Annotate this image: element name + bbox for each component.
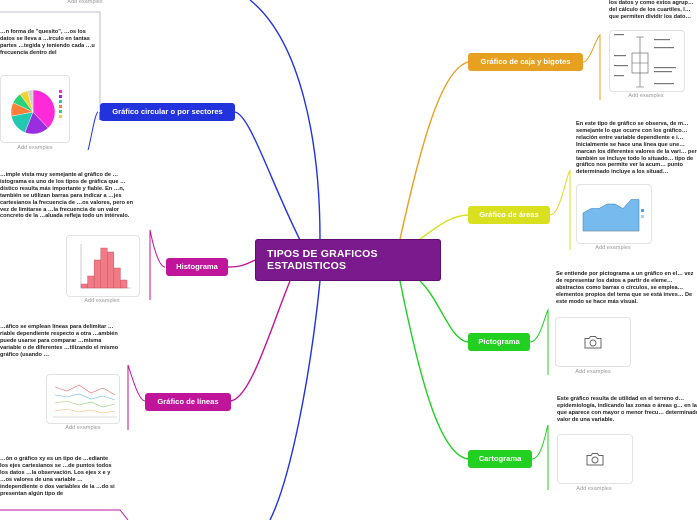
line-chart (53, 384, 117, 418)
cartograma-image-placeholder[interactable] (557, 434, 633, 484)
line-chart-thumbnail[interactable] (46, 374, 120, 424)
node-histograma[interactable]: Histograma (166, 258, 228, 276)
histogram-bar (100, 247, 108, 289)
pictograma-image-placeholder[interactable] (555, 317, 631, 367)
node-label: Cartograma (478, 454, 522, 463)
legend-swatch (641, 209, 644, 212)
legend-swatch (59, 100, 62, 103)
add-examples-link[interactable]: Add examples (65, 425, 101, 431)
add-examples-link[interactable]: Add examples (84, 298, 120, 304)
area-chart-thumbnail[interactable] (576, 184, 652, 244)
node-label: Pictograma (478, 337, 520, 346)
histograma-description: …imple vista muy semejante al gráfico de… (0, 172, 134, 220)
dispersion-description: …ón o gráfico xy es un tipo de …ediante … (0, 456, 115, 497)
pie-chart (10, 89, 62, 135)
histogram-bar (87, 275, 95, 289)
add-examples-link[interactable]: Add examples (595, 245, 631, 251)
histogram-bar (80, 283, 88, 289)
area-series (582, 199, 640, 232)
pie-slice (27, 89, 34, 113)
central-topic[interactable]: TIPOS DE GRAFICOS ESTADISTICOS (255, 239, 441, 281)
node-label: Gráfico de áreas (479, 210, 539, 219)
histogram-chart (80, 244, 131, 289)
legend-swatch (641, 215, 644, 218)
area-chart (582, 199, 644, 232)
circular-description: …n forma de "quesito", …os los datos se … (0, 29, 95, 56)
legend-swatch (59, 105, 62, 108)
histogram-bar (113, 267, 121, 289)
areas-description: En este tipo de gráfico se observa, de m… (576, 121, 697, 176)
cartograma-description: Este gráfico resulta de utilidad en el t… (557, 396, 697, 423)
boxplot-chart (614, 34, 676, 88)
histogram-bar (93, 259, 101, 289)
boxplot-thumbnail[interactable] (609, 30, 685, 92)
histogram-bar (120, 279, 128, 289)
camera-icon (586, 453, 604, 466)
node-grafico-lineas[interactable]: Gráfico de líneas (145, 393, 231, 411)
legend-swatch (59, 110, 62, 113)
add-examples-link[interactable]: Add examples (17, 145, 53, 151)
legend-swatch (59, 115, 62, 118)
camera-icon (584, 336, 602, 349)
node-label: Gráfico circular o por sectores (112, 107, 223, 116)
add-examples-link[interactable]: Add examples (576, 486, 612, 492)
lineas-description: …áfico se emplean líneas para delimitar … (0, 324, 119, 358)
legend-swatch (59, 90, 62, 93)
pie-chart-thumbnail[interactable] (0, 75, 70, 143)
node-grafico-circular[interactable]: Gráfico circular o por sectores (100, 103, 235, 121)
node-cartograma[interactable]: Cartograma (468, 450, 532, 468)
node-grafico-areas[interactable]: Gráfico de áreas (468, 206, 550, 224)
pie-slice (32, 89, 56, 129)
node-label: Histograma (176, 262, 218, 271)
pictograma-description: Se entiende por pictograma a un gráfico … (556, 271, 694, 305)
caja-description: los datos y como estos agrup… del cálcul… (609, 0, 694, 20)
histogram-thumbnail[interactable] (66, 235, 140, 297)
add-examples-link[interactable]: Add examples (67, 0, 103, 5)
node-label: Gráfico de líneas (157, 397, 219, 406)
legend-swatch (59, 95, 62, 98)
histogram-bar (107, 251, 115, 289)
node-label: Gráfico de caja y bigotes (480, 57, 571, 66)
node-pictograma[interactable]: Pictograma (468, 333, 530, 351)
central-topic-title: TIPOS DE GRAFICOS ESTADISTICOS (267, 248, 378, 272)
add-examples-link[interactable]: Add examples (628, 93, 664, 99)
add-examples-link[interactable]: Add examples (575, 369, 611, 375)
node-grafico-caja-bigotes[interactable]: Gráfico de caja y bigotes (468, 53, 583, 71)
